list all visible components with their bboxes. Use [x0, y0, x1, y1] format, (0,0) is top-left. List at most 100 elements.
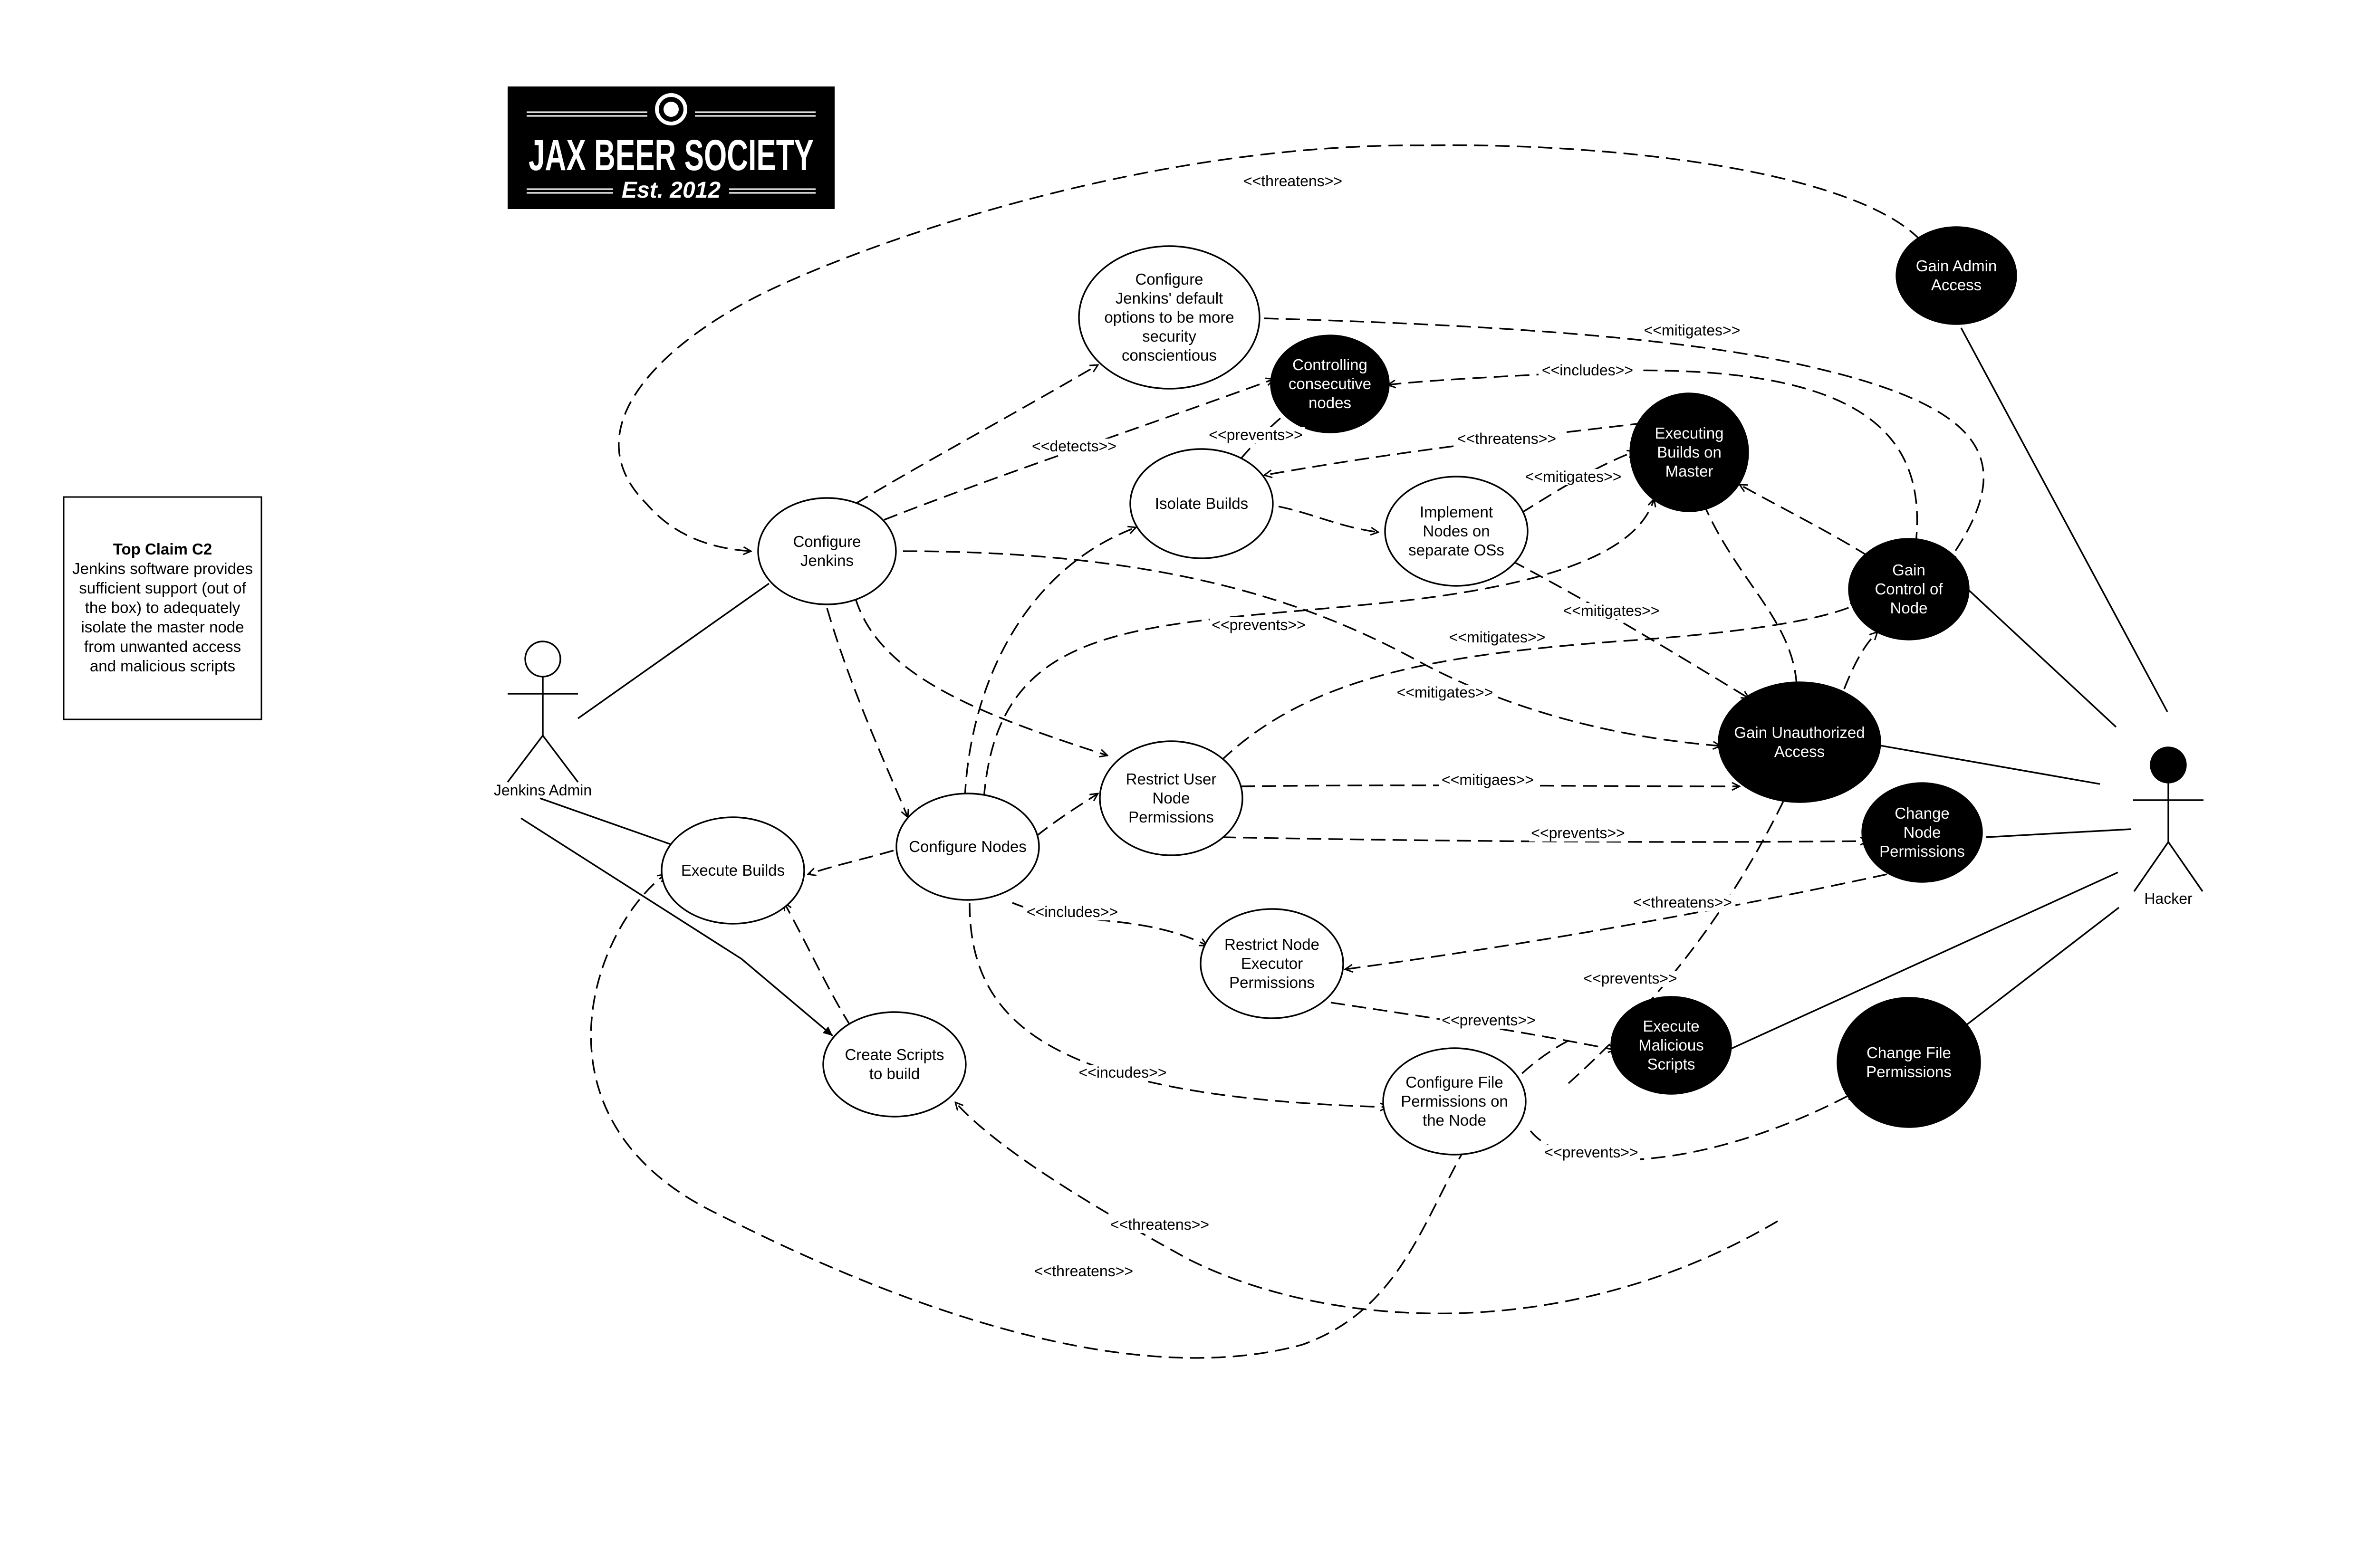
- edge-label-prevents-executor-malicious: <<prevents>>: [1442, 1012, 1535, 1029]
- edge-label-mitigates-implement: <<mitigates>>: [1525, 468, 1622, 485]
- edge-prevents-nodes-exec: [983, 499, 1654, 799]
- assoc-hacker-change-node: [1985, 828, 2132, 838]
- edge-nodes-restrict: [1035, 794, 1098, 837]
- claim-line: the box) to adequately: [85, 599, 241, 616]
- ellipse-create-scripts: [822, 1011, 967, 1118]
- edge-prevents-executor-malicious: [1330, 1002, 1616, 1050]
- ellipse-configure-nodes: [895, 793, 1040, 901]
- edge-threatens-executor: [1345, 873, 1887, 969]
- edge-label-includes-executor: <<includes>>: [1027, 903, 1118, 920]
- edge-label-prevents-nodes: <<prevents>>: [1212, 616, 1305, 633]
- claim-line: isolate the master node: [81, 618, 244, 636]
- edge-threatens-admin-jenkins: [618, 144, 1921, 551]
- edge-unauth-control: [1843, 632, 1877, 689]
- edge-includes-controlling: [1388, 369, 1918, 547]
- logo-tagline: Est. 2012: [622, 178, 721, 203]
- ellipse-execute-builds: [661, 816, 805, 925]
- jax-beer-society-logo: JAX BEER SOCIETY Est. 2012: [508, 86, 835, 209]
- use-case-configure-nodes: Configure Nodes: [895, 793, 1040, 901]
- edge-label-threatens-executor: <<threatens>>: [1633, 894, 1732, 911]
- edge-label-prevents-change-node: <<prevents>>: [1531, 824, 1625, 841]
- ellipse-executing-master: [1629, 392, 1749, 512]
- assoc-hacker-file-perms: [1965, 907, 2120, 1026]
- edge-threatens-scripts: [955, 1102, 1778, 1314]
- edge-mitigates-restrict-control: [1221, 602, 1858, 761]
- claim-line: sufficient support (out of: [79, 579, 246, 597]
- ellipse-execute-malicious: [1610, 996, 1732, 1095]
- edge-label-mitigates-implement-unauth: <<mitigates>>: [1563, 602, 1660, 619]
- edge-nodes-isolate: [964, 527, 1136, 799]
- logo-name: JAX BEER SOCIETY: [529, 131, 814, 180]
- edge-label-threatens-scripts: <<threatens>>: [1110, 1216, 1209, 1233]
- ellipse-implement-nodes: [1384, 476, 1529, 587]
- ellipse-gain-unauth: [1718, 681, 1881, 803]
- top-claim-text: Top Claim C2 Jenkins software provides suf…: [72, 540, 253, 675]
- ellipse-restrict-user: [1099, 740, 1243, 856]
- actor-hacker-label: Hacker: [2144, 890, 2193, 907]
- actor-jenkins-admin: Jenkins Admin: [494, 641, 592, 799]
- ellipse-gain-admin: [1896, 226, 2017, 325]
- edge-isolate-implement: [1278, 506, 1378, 532]
- edge-label-detects: <<detects>>: [1032, 438, 1116, 455]
- edge-label-prevents-malicious-unauth: <<prevents>>: [1583, 970, 1677, 987]
- assoc-admin-scripts: [520, 817, 834, 1037]
- edge-label-threatens-builds: <<threatens>>: [1034, 1262, 1133, 1280]
- assoc-hacker-malicious: [1730, 871, 2118, 1050]
- edge-jenkins-restrict: [855, 598, 1107, 755]
- ellipse-restrict-executor: [1200, 908, 1344, 1019]
- ellipse-controlling-nodes: [1270, 335, 1390, 433]
- edge-mitigates-jenkins-unauth: [903, 550, 1721, 746]
- claim-line: Jenkins software provides: [72, 560, 253, 577]
- ellipse-isolate-builds: [1129, 448, 1274, 559]
- edge-label-mitigates-jenkins-unauth: <<mitigates>>: [1397, 684, 1493, 701]
- edge-unauth-exec-master: [1702, 499, 1798, 685]
- label-isolate-builds: Isolate Builds: [1155, 495, 1248, 512]
- assoc-hacker-unauth: [1877, 744, 2100, 785]
- edge-label-mitigaes: <<mitigaes>>: [1442, 771, 1534, 788]
- assoc-admin-execute: [539, 797, 675, 847]
- edge-label-incudes: <<incudes>>: [1078, 1064, 1166, 1081]
- edge-labels: <<threatens>> <<mitigates>> <<includes>> <<…: [1023, 172, 1745, 1280]
- edge-mitigates-defaults: [1264, 317, 1984, 561]
- edge-mitigates-implement-unauth: [1511, 560, 1749, 698]
- edge-jenkins-nodes: [826, 608, 908, 817]
- edge-label-threatens-exec-master: <<threatens>>: [1457, 430, 1556, 447]
- edge-incudes: [969, 902, 1388, 1107]
- edge-scripts-execute: [784, 903, 852, 1027]
- ellipse-change-file-perms: [1837, 997, 1981, 1128]
- actor-associations: [520, 327, 2168, 1050]
- edge-label-mitigates-defaults: <<mitigates>>: [1644, 322, 1741, 339]
- claim-title: Top Claim C2: [113, 540, 212, 558]
- ellipse-configure-defaults: [1078, 245, 1260, 390]
- edge-control-exec-master: [1740, 485, 1868, 557]
- ellipse-change-node-perms: [1861, 782, 1983, 883]
- edge-label-mitigates-restrict-control: <<mitigates>>: [1449, 629, 1546, 646]
- assoc-hacker-admin-access: [1960, 327, 2168, 712]
- edge-nodes-execute: [808, 850, 894, 874]
- assoc-admin-jenkins: [577, 583, 770, 719]
